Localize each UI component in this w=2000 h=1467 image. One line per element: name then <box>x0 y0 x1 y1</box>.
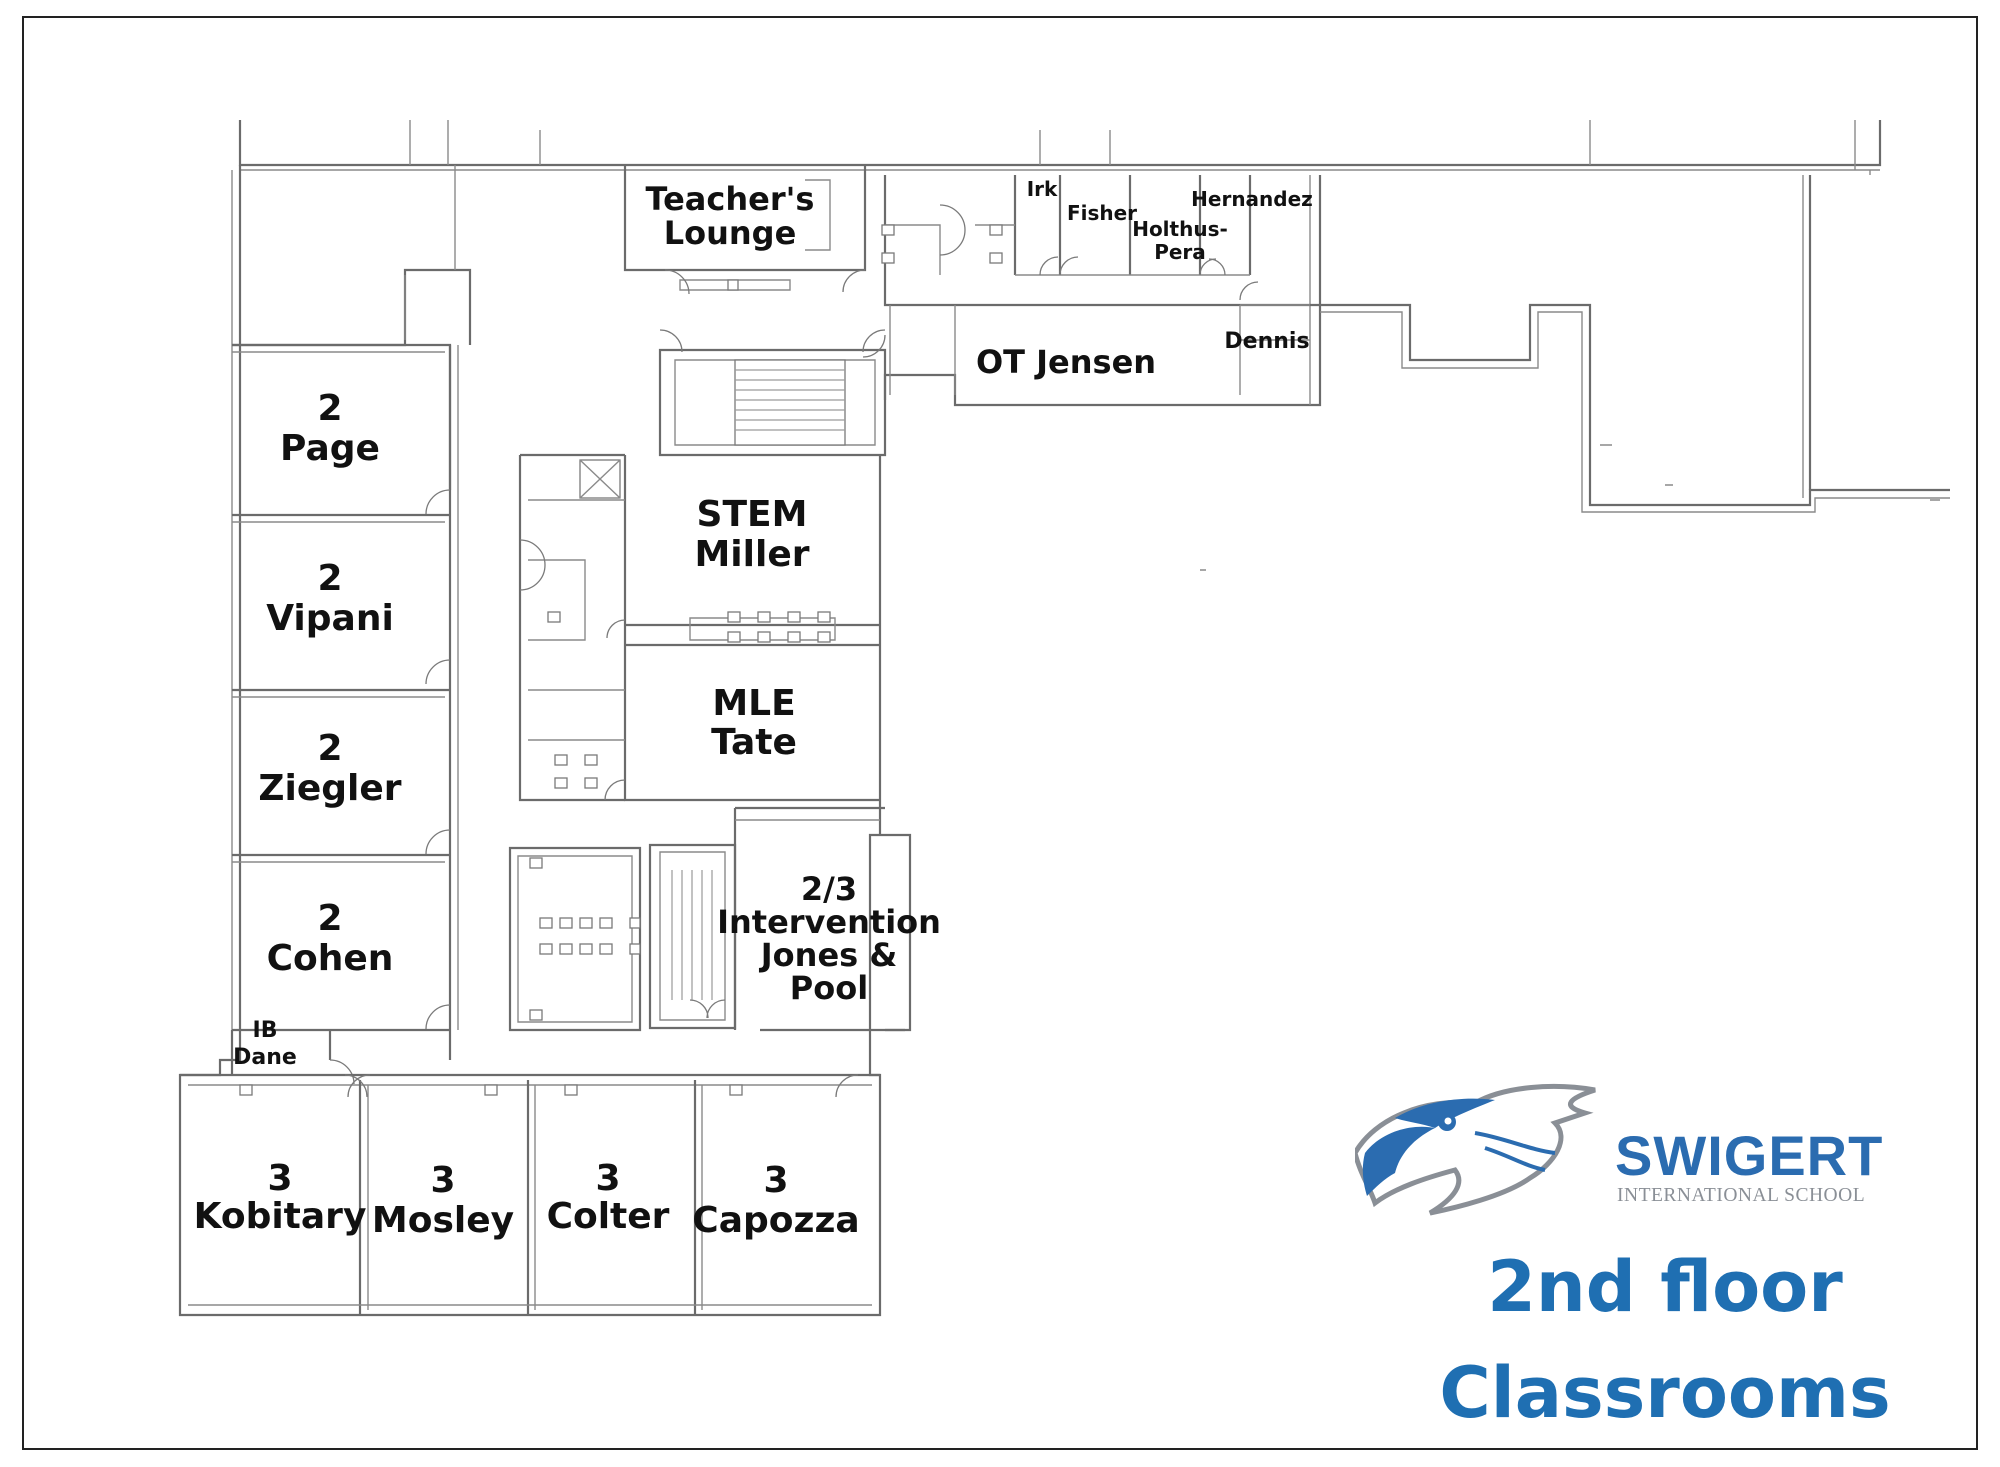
mosley-name-label: Mosley <box>372 1200 514 1241</box>
mle-label-1: MLE <box>712 683 795 724</box>
stem-label-2: Miller <box>694 534 809 575</box>
cohen-name-label: Cohen <box>267 938 394 979</box>
grade2-rooms <box>230 165 472 1085</box>
irk-label: Irk <box>1027 177 1058 201</box>
ziegler-name-label: Ziegler <box>258 768 401 809</box>
central-core <box>508 165 905 1032</box>
page-name-label: Page <box>280 428 380 469</box>
capozza-name-label: Capozza <box>692 1200 859 1241</box>
vipani-grade-label: 2 <box>317 558 342 599</box>
grade3-rooms <box>180 1073 880 1315</box>
ot-jensen-label: OT Jensen <box>976 343 1156 381</box>
brand-subtitle: INTERNATIONAL SCHOOL <box>1617 1185 1866 1206</box>
ib-label-2: Dane <box>233 1045 297 1070</box>
page-border <box>22 16 1978 1450</box>
fisher-label: Fisher <box>1067 201 1137 225</box>
stem-label-1: STEM <box>697 494 808 535</box>
intervention-label-4: Pool <box>790 969 868 1007</box>
holthus-pera-label-1: Holthus- <box>1132 217 1228 241</box>
capozza-grade-label: 3 <box>763 1160 788 1201</box>
hernandez-label: Hernandez <box>1191 187 1313 211</box>
colter-grade-label: 3 <box>595 1158 620 1199</box>
kobitary-name-label: Kobitary <box>194 1196 367 1237</box>
intervention-label-3: Jones & <box>759 936 897 974</box>
room-labels: Teacher's Lounge Irk Fisher Holthus- Per… <box>194 177 1313 1241</box>
intervention-label-1: 2/3 <box>801 870 857 908</box>
ib-label-1: IB <box>253 1018 278 1043</box>
office-wing <box>862 175 1320 395</box>
brand-name: SWIGERT <box>1615 1124 1884 1187</box>
teachers-lounge-label-2: Lounge <box>664 214 797 252</box>
page-grade-label: 2 <box>317 388 342 429</box>
mosley-grade-label: 3 <box>430 1160 455 1201</box>
ziegler-grade-label: 2 <box>317 728 342 769</box>
kobitary-grade-label: 3 <box>267 1158 292 1199</box>
vipani-name-label: Vipani <box>266 598 394 639</box>
teachers-lounge-label-1: Teacher's <box>646 180 815 218</box>
colter-name-label: Colter <box>547 1196 670 1237</box>
page-title-line2: Classrooms <box>1439 1352 1891 1434</box>
page-title-line1: 2nd floor <box>1487 1246 1843 1328</box>
mle-label-2: Tate <box>711 722 797 763</box>
dennis-label: Dennis <box>1224 329 1309 354</box>
holthus-pera-label-2: Pera <box>1154 240 1206 264</box>
intervention-label-2: Intervention <box>717 903 941 941</box>
cohen-grade-label: 2 <box>317 898 342 939</box>
eagle-head-icon <box>1355 1083 1596 1216</box>
